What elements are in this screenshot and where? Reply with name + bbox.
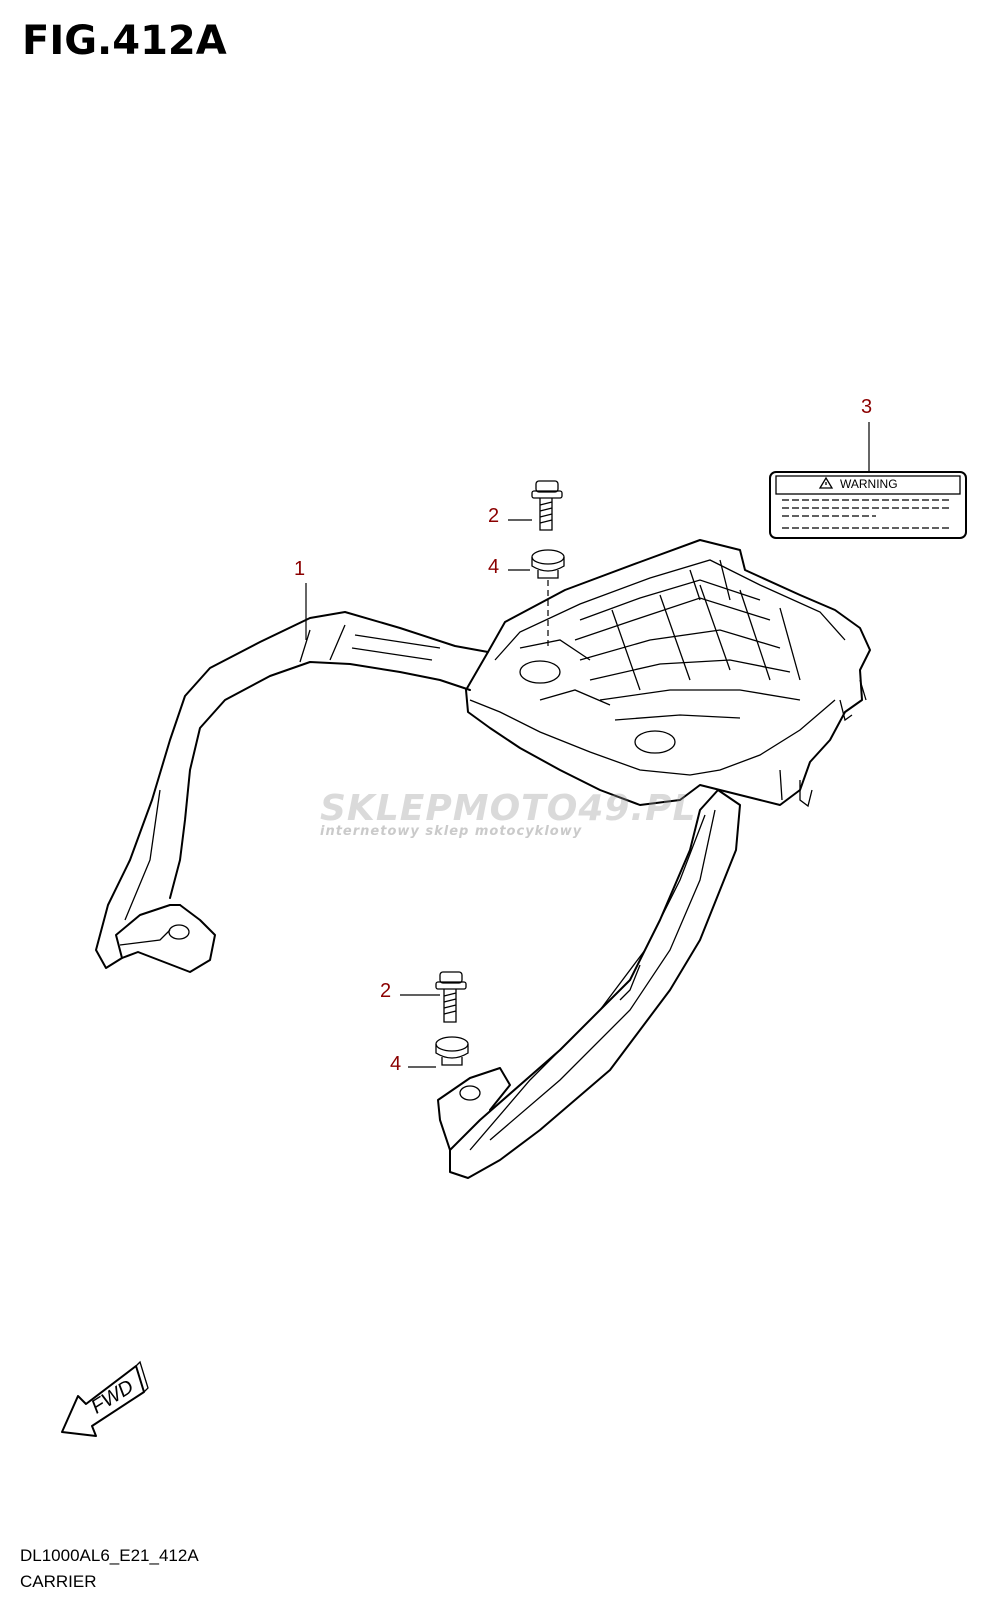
callout-part-1: 1 bbox=[294, 558, 306, 580]
callout-part-3: 3 bbox=[861, 396, 873, 418]
collar-lower bbox=[435, 1036, 469, 1066]
figure-name: CARRIER bbox=[20, 1572, 97, 1591]
callout-part-4-upper: 4 bbox=[488, 556, 500, 578]
warning-label-heading: WARNING bbox=[840, 477, 898, 491]
callout-part-2-upper: 2 bbox=[488, 505, 500, 527]
figure-title: FIG.412A bbox=[22, 18, 227, 64]
carrier-rack bbox=[95, 539, 871, 1179]
figure-code: DL1000AL6_E21_412A bbox=[20, 1546, 199, 1565]
fwd-arrow bbox=[61, 1360, 149, 1437]
watermark-logo: SKLEPMOTO49.PL bbox=[320, 788, 697, 829]
warning-label bbox=[769, 471, 967, 539]
callout-part-2-lower: 2 bbox=[380, 980, 392, 1002]
bolt-lower bbox=[435, 971, 467, 1023]
collar-upper bbox=[531, 549, 565, 579]
callout-part-4-lower: 4 bbox=[390, 1053, 402, 1075]
watermark-tagline: internetowy sklep motocyklowy bbox=[320, 824, 583, 839]
bolt-upper bbox=[531, 480, 563, 531]
